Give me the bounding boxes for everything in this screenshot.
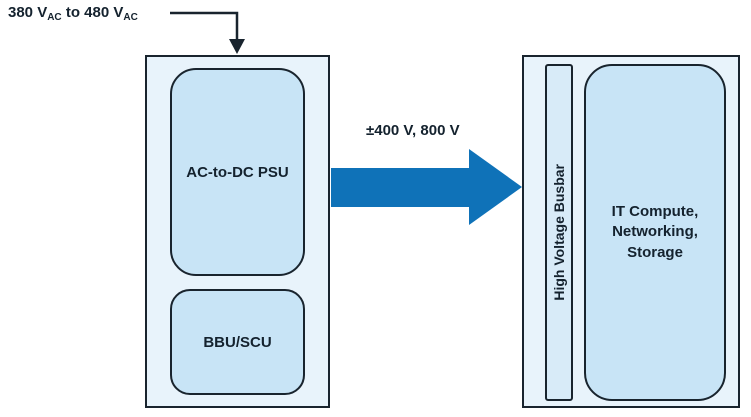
input-connector-arrow bbox=[170, 11, 245, 54]
busbar-label: High Voltage Busbar bbox=[551, 164, 567, 301]
it-label: IT Compute, Networking, Storage bbox=[611, 203, 699, 261]
it-node: IT Compute, Networking, Storage bbox=[584, 64, 726, 401]
input-voltage-label: 380 VAC to 480 VAC bbox=[8, 4, 138, 23]
psu-label: AC-to-DC PSU bbox=[186, 163, 289, 181]
bbu-node: BBU/SCU bbox=[170, 289, 305, 395]
power-flow-arrow-body bbox=[331, 168, 471, 207]
input-voltage-sub-1: AC bbox=[47, 12, 62, 23]
input-voltage-text-2: to 480 V bbox=[61, 4, 124, 21]
input-voltage-text-1: 380 V bbox=[8, 4, 48, 21]
input-voltage-sub-2: AC bbox=[123, 12, 138, 23]
busbar-node: High Voltage Busbar bbox=[545, 64, 573, 401]
bus-voltage-label: ±400 V, 800 V bbox=[366, 122, 460, 139]
bbu-label: BBU/SCU bbox=[203, 333, 272, 351]
psu-node: AC-to-DC PSU bbox=[170, 68, 305, 276]
power-flow-arrow-head bbox=[469, 149, 522, 225]
